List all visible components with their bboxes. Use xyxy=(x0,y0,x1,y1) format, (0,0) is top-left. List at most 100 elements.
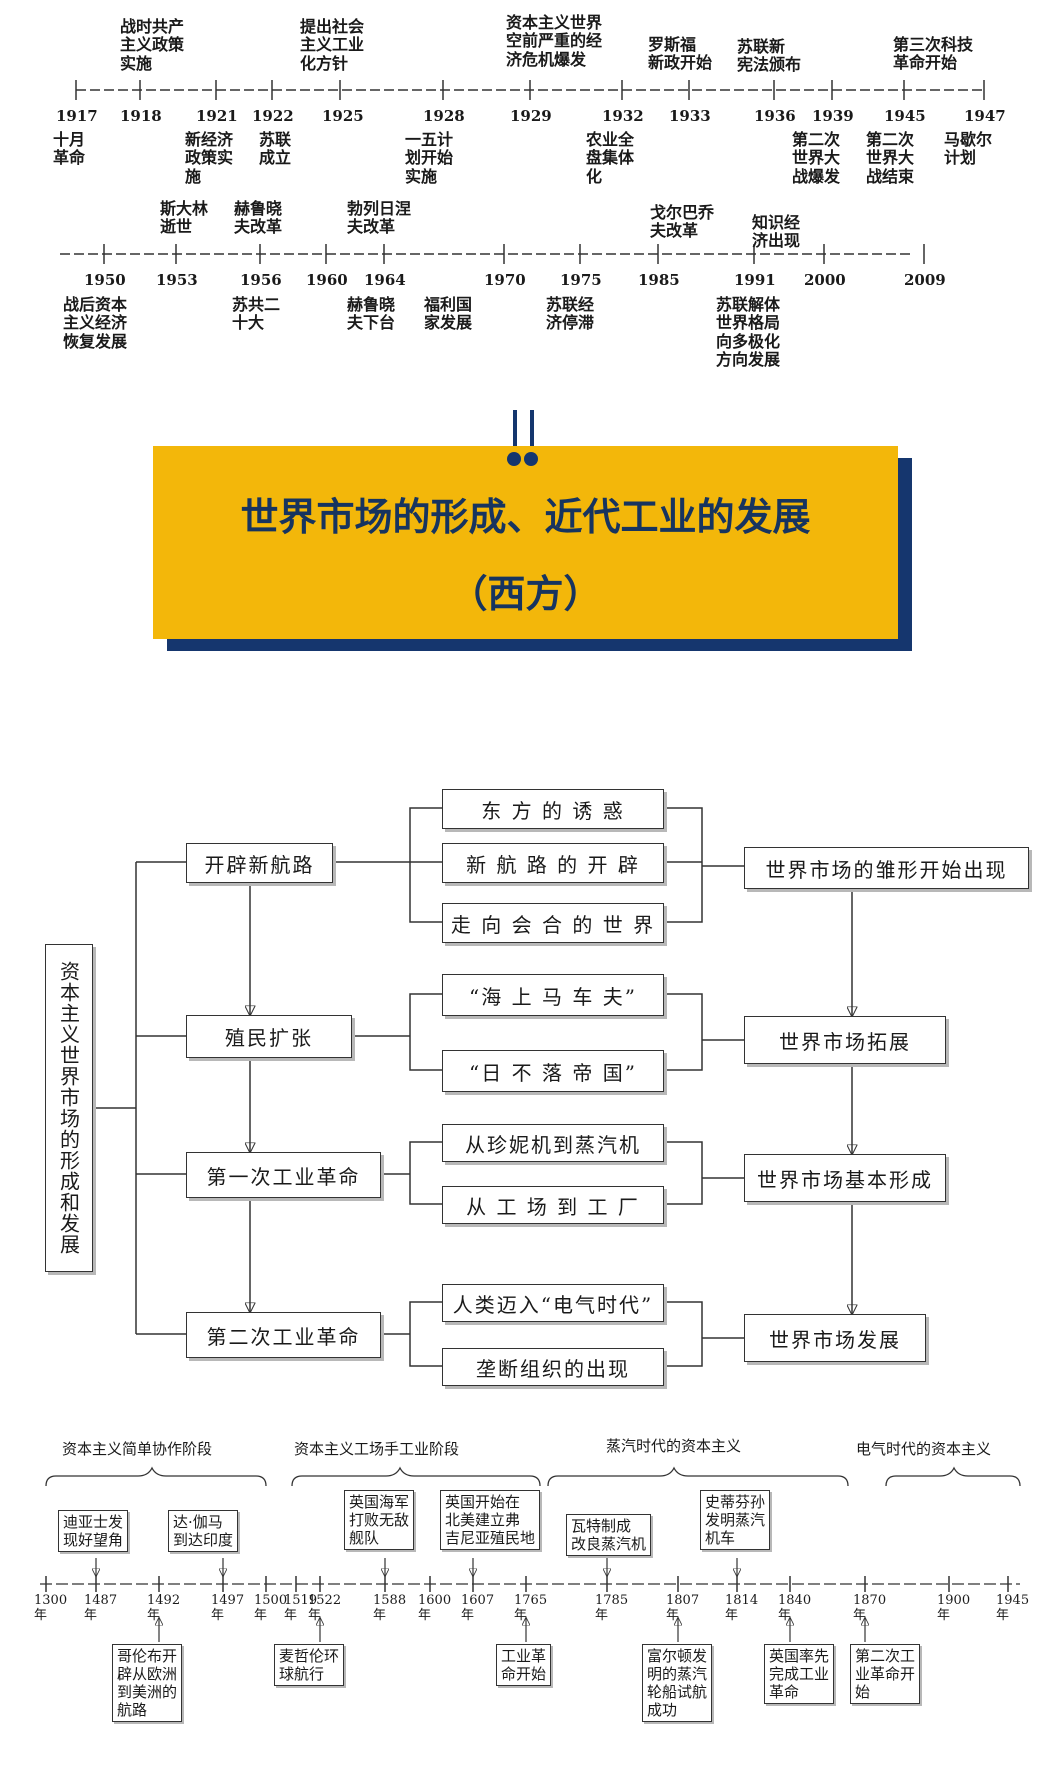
tl2-event-gorbachev-reform: 戈尔巴乔 夫改革 xyxy=(650,203,715,241)
event-stephenson-locomotive: 史蒂芬孙 发明蒸汽 机车 xyxy=(700,1490,771,1550)
tl2-year-2000: 2000 xyxy=(804,271,846,289)
tl3-year-suffix: 年 xyxy=(84,1608,98,1623)
banner-dot-right xyxy=(524,452,538,466)
tl3-year-1814: 1814 xyxy=(725,1593,759,1608)
tl2-year-1975: 1975 xyxy=(560,271,602,289)
tl3-year-suffix: 年 xyxy=(284,1608,298,1623)
sub-jenny-to-steam-engine: 从珍妮机到蒸汽机 xyxy=(442,1124,664,1162)
event-virginia-colony: 英国开始在 北美建立弗 吉尼亚殖民地 xyxy=(440,1490,541,1550)
tl1-year-1936: 1936 xyxy=(754,107,796,125)
event-da-gama-india: 达·伽马 到达印度 xyxy=(168,1510,239,1552)
tl3-year-suffix: 年 xyxy=(373,1608,387,1623)
tl3-year-suffix: 年 xyxy=(996,1608,1010,1623)
timeline2-ticks xyxy=(103,244,925,264)
mindmap-root: 资本主义世界市场的形成和发展 xyxy=(45,944,93,1272)
tl1-year-1928: 1928 xyxy=(423,107,465,125)
tl1-event-nep: 新经济 政策实 施 xyxy=(185,130,234,186)
tl1-event-october-revolution: 十月 革命 xyxy=(53,130,86,168)
tl3-year-1497: 1497 xyxy=(211,1593,245,1608)
period-electric-age: 电气时代的资本主义 xyxy=(856,1440,992,1458)
stage-first-industrial-revolution: 第一次工业革命 xyxy=(186,1152,381,1198)
timeline1-ticks xyxy=(75,80,985,100)
tl2-year-1960: 1960 xyxy=(306,271,348,289)
tl2-year-1956: 1956 xyxy=(240,271,282,289)
event-dias-cape: 迪亚士发 现好望角 xyxy=(58,1510,129,1552)
tl1-event-third-tech-revolution: 第三次科技 革命开始 xyxy=(893,35,974,73)
result-market-embryo: 世界市场的雏形开始出现 xyxy=(744,847,1029,889)
tl1-year-1922: 1922 xyxy=(252,107,294,125)
tl2-event-knowledge-economy: 知识经 济出现 xyxy=(752,213,801,251)
banner-pin-left xyxy=(513,410,517,450)
tl3-year-suffix: 年 xyxy=(254,1608,268,1623)
tl1-event-ww2-start: 第二次 世界大 战爆发 xyxy=(792,130,841,186)
tl3-year-1300: 1300 xyxy=(34,1593,68,1608)
tl1-event-ussr-founded: 苏联 成立 xyxy=(259,130,292,168)
tl3-year-suffix: 年 xyxy=(725,1608,739,1623)
tl1-year-1917: 1917 xyxy=(56,107,98,125)
period-steam-age: 蒸汽时代的资本主义 xyxy=(606,1437,742,1455)
tl2-year-2009: 2009 xyxy=(904,271,946,289)
tl1-year-1929: 1929 xyxy=(510,107,552,125)
tl2-year-1950: 1950 xyxy=(84,271,126,289)
period-manufacture: 资本主义工场手工业阶段 xyxy=(294,1440,460,1458)
tl3-year-1900: 1900 xyxy=(937,1593,971,1608)
stage-1-left-bracket xyxy=(409,807,442,923)
tl3-year-suffix: 年 xyxy=(418,1608,432,1623)
tl2-year-1953: 1953 xyxy=(156,271,198,289)
brace-simple-cooperation xyxy=(45,1466,267,1487)
result-market-development: 世界市场发展 xyxy=(744,1314,926,1362)
tl3-year-suffix: 年 xyxy=(778,1608,792,1623)
tl3-year-1500: 1500 xyxy=(254,1593,288,1608)
tl1-event-war-communism: 战时共产 主义政策 实施 xyxy=(120,17,185,73)
tl3-year-1785: 1785 xyxy=(595,1593,629,1608)
tl3-year-1487: 1487 xyxy=(84,1593,118,1608)
tl1-year-1939: 1939 xyxy=(812,107,854,125)
tl2-event-brezhnev-reform: 勃列日涅 夫改革 xyxy=(347,199,412,237)
event-watt-steam: 瓦特制成 改良蒸汽机 xyxy=(566,1514,652,1556)
sub-workshop-to-factory: 从 工 场 到 工 厂 xyxy=(442,1186,664,1224)
period-simple-cooperation: 资本主义简单协作阶段 xyxy=(62,1440,213,1458)
tl1-year-1932: 1932 xyxy=(602,107,644,125)
tl2-year-1991: 1991 xyxy=(734,271,776,289)
tl3-year-1765: 1765 xyxy=(514,1593,548,1608)
stage-2-right-bracket xyxy=(662,993,703,1071)
brace-steam-age xyxy=(547,1466,849,1487)
tl1-year-1925: 1925 xyxy=(322,107,364,125)
banner-pin-right xyxy=(530,410,534,450)
tl3-year-1870: 1870 xyxy=(853,1593,887,1608)
tl3-year-1588: 1588 xyxy=(373,1593,407,1608)
tl2-year-1970: 1970 xyxy=(484,271,526,289)
tl3-year-1522: 1522 xyxy=(308,1593,342,1608)
stage-3-right-bracket xyxy=(662,1141,703,1205)
timeline3-ticks xyxy=(45,1576,1009,1592)
stage-1-right-bracket xyxy=(662,807,703,923)
tl1-year-1918: 1918 xyxy=(120,107,162,125)
event-columbus-route: 哥伦布开 辟从欧洲 到美洲的 航路 xyxy=(112,1644,183,1722)
sub-converging-world: 走 向 会 合 的 世 界 xyxy=(442,903,664,943)
result-market-formed: 世界市场基本形成 xyxy=(744,1154,946,1202)
sub-sea-coachman: “海 上 马 车 夫” xyxy=(442,974,664,1016)
event-magellan-voyage: 麦哲伦环 球航行 xyxy=(274,1644,345,1686)
tl1-event-marshall-plan: 马歇尔 计划 xyxy=(944,130,993,168)
tl3-year-suffix: 年 xyxy=(34,1608,48,1623)
tl1-event-industrialization: 提出社会 主义工业 化方针 xyxy=(300,17,365,73)
tl2-event-khrushchev-ousted: 赫鲁晓 夫下台 xyxy=(347,295,396,333)
tl3-year-1607: 1607 xyxy=(461,1593,495,1608)
tl2-year-1985: 1985 xyxy=(638,271,680,289)
brace-electric-age xyxy=(885,1466,1021,1487)
tl1-event-ww2-end: 第二次 世界大 战结束 xyxy=(866,130,915,186)
event-second-ir-start: 第二次工 业革命开 始 xyxy=(850,1644,921,1704)
tl3-year-1945: 1945 xyxy=(996,1593,1030,1608)
event-industrial-revolution-start: 工业革 命开始 xyxy=(496,1644,552,1686)
stage-4-left-bracket xyxy=(409,1301,442,1367)
tl2-event-khrushchev-reform: 赫鲁晓 夫改革 xyxy=(234,199,283,237)
tl3-year-1807: 1807 xyxy=(666,1593,700,1608)
tl3-year-1600: 1600 xyxy=(418,1593,452,1608)
tl1-event-collectivization: 农业全 盘集体 化 xyxy=(586,130,635,186)
stage-3-left-bracket xyxy=(409,1141,442,1205)
tl2-event-stalin-death: 斯大林 逝世 xyxy=(160,199,209,237)
